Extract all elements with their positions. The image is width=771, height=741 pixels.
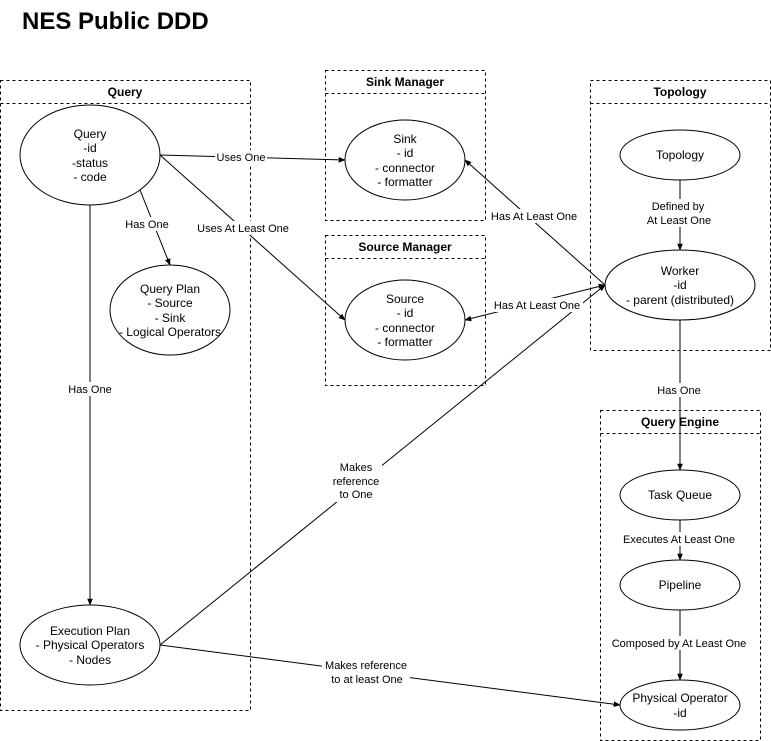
svg-text:- connector: - connector (375, 321, 435, 335)
svg-text:Query: Query (74, 127, 107, 141)
node-sink: Sink - id - connector - formatter (344, 119, 466, 201)
container-title-sink-manager: Sink Manager (366, 75, 444, 89)
svg-text:Query Plan: Query Plan (140, 282, 200, 296)
svg-text:- Physical Operators: - Physical Operators (36, 638, 145, 652)
diagram-title: NES Public DDD (22, 8, 209, 35)
edge-label-query-plan: Has One (124, 217, 170, 231)
svg-text:- id: - id (397, 146, 414, 160)
edge-label-exec-physop: Makes reference to at least One (322, 658, 410, 686)
svg-text:- Logical Operators: - Logical Operators (119, 325, 221, 339)
container-title-query: Query (108, 85, 143, 99)
container-query: Query (0, 80, 251, 711)
svg-text:Pipeline: Pipeline (659, 578, 702, 592)
svg-text:- code: - code (73, 170, 107, 184)
edge-label-pipeline-physop: Composed by At Least One (609, 636, 749, 650)
svg-text:Worker: Worker (661, 264, 699, 278)
svg-text:Execution Plan: Execution Plan (50, 624, 130, 638)
svg-text:- parent (distributed): - parent (distributed) (626, 293, 734, 307)
container-title-topology: Topology (653, 85, 706, 99)
svg-text:Sink: Sink (393, 132, 417, 146)
edge-label-query-exec: Has One (66, 382, 114, 396)
svg-text:to at least One: to at least One (331, 674, 403, 686)
svg-text:Makes reference: Makes reference (325, 660, 407, 672)
svg-text:-id: -id (83, 141, 96, 155)
svg-text:reference: reference (333, 476, 379, 488)
svg-text:Physical Operator: Physical Operator (632, 691, 727, 705)
node-topology: Topology (619, 129, 741, 181)
svg-text:At Least One: At Least One (647, 215, 711, 227)
svg-text:Composed by At Least One: Composed by At Least One (612, 638, 747, 650)
node-worker: Worker -id - parent (distributed) (604, 249, 756, 321)
svg-text:Makes: Makes (340, 462, 373, 474)
edge-query-uses-source (159, 154, 346, 321)
svg-text:Has At Least One: Has At Least One (494, 300, 580, 312)
svg-text:- formatter: - formatter (377, 335, 432, 349)
edge-label-exec-worker: Makes reference to One (330, 460, 382, 502)
svg-text:Executes At Least One: Executes At Least One (623, 534, 735, 546)
svg-text:Topology: Topology (656, 148, 704, 162)
edge-label-query-source: Uses At Least One (196, 221, 291, 235)
svg-text:Source: Source (386, 292, 424, 306)
edge-label-worker-source: Has At Least One (492, 298, 583, 312)
node-query: Query -id -status - code (19, 104, 161, 206)
edge-label-taskqueue-pipeline: Executes At Least One (621, 532, 738, 546)
svg-text:-id: -id (673, 706, 686, 720)
node-pipeline: Pipeline (619, 559, 741, 611)
svg-text:Uses One: Uses One (217, 152, 266, 164)
svg-text:Has One: Has One (657, 385, 700, 397)
svg-text:- id: - id (397, 306, 414, 320)
node-source: Source - id - connector - formatter (344, 279, 466, 361)
edge-label-topology-worker: Defined by At Least One (644, 199, 716, 227)
svg-text:-status: -status (72, 156, 108, 170)
container-title-source-manager: Source Manager (358, 240, 452, 254)
node-execution-plan: Execution Plan - Physical Operators - No… (19, 604, 161, 686)
svg-text:- Sink: - Sink (155, 311, 187, 325)
node-physical-operator: Physical Operator -id (619, 679, 741, 731)
svg-text:Task Queue: Task Queue (648, 488, 712, 502)
svg-text:Defined by: Defined by (652, 201, 705, 213)
svg-text:Has At Least One: Has At Least One (491, 211, 577, 223)
node-task-queue: Task Queue (619, 469, 741, 521)
svg-text:Has One: Has One (125, 219, 168, 231)
edge-label-query-sink: Uses One (215, 150, 267, 164)
container-sink-manager: Sink Manager (325, 70, 486, 221)
edge-label-worker-engine: Has One (655, 383, 705, 397)
svg-text:- formatter: - formatter (377, 175, 432, 189)
svg-text:- Source: - Source (147, 296, 193, 310)
svg-text:- Nodes: - Nodes (69, 653, 111, 667)
edge-label-worker-sink: Has At Least One (489, 209, 580, 223)
svg-text:- connector: - connector (375, 161, 435, 175)
edge-exec-worker (159, 284, 606, 646)
svg-text:Uses At Least One: Uses At Least One (197, 223, 289, 235)
node-query-plan: Query Plan - Source - Sink - Logical Ope… (109, 264, 231, 356)
svg-text:Has One: Has One (68, 384, 111, 396)
svg-text:-id: -id (673, 278, 686, 292)
svg-text:to One: to One (339, 489, 372, 501)
